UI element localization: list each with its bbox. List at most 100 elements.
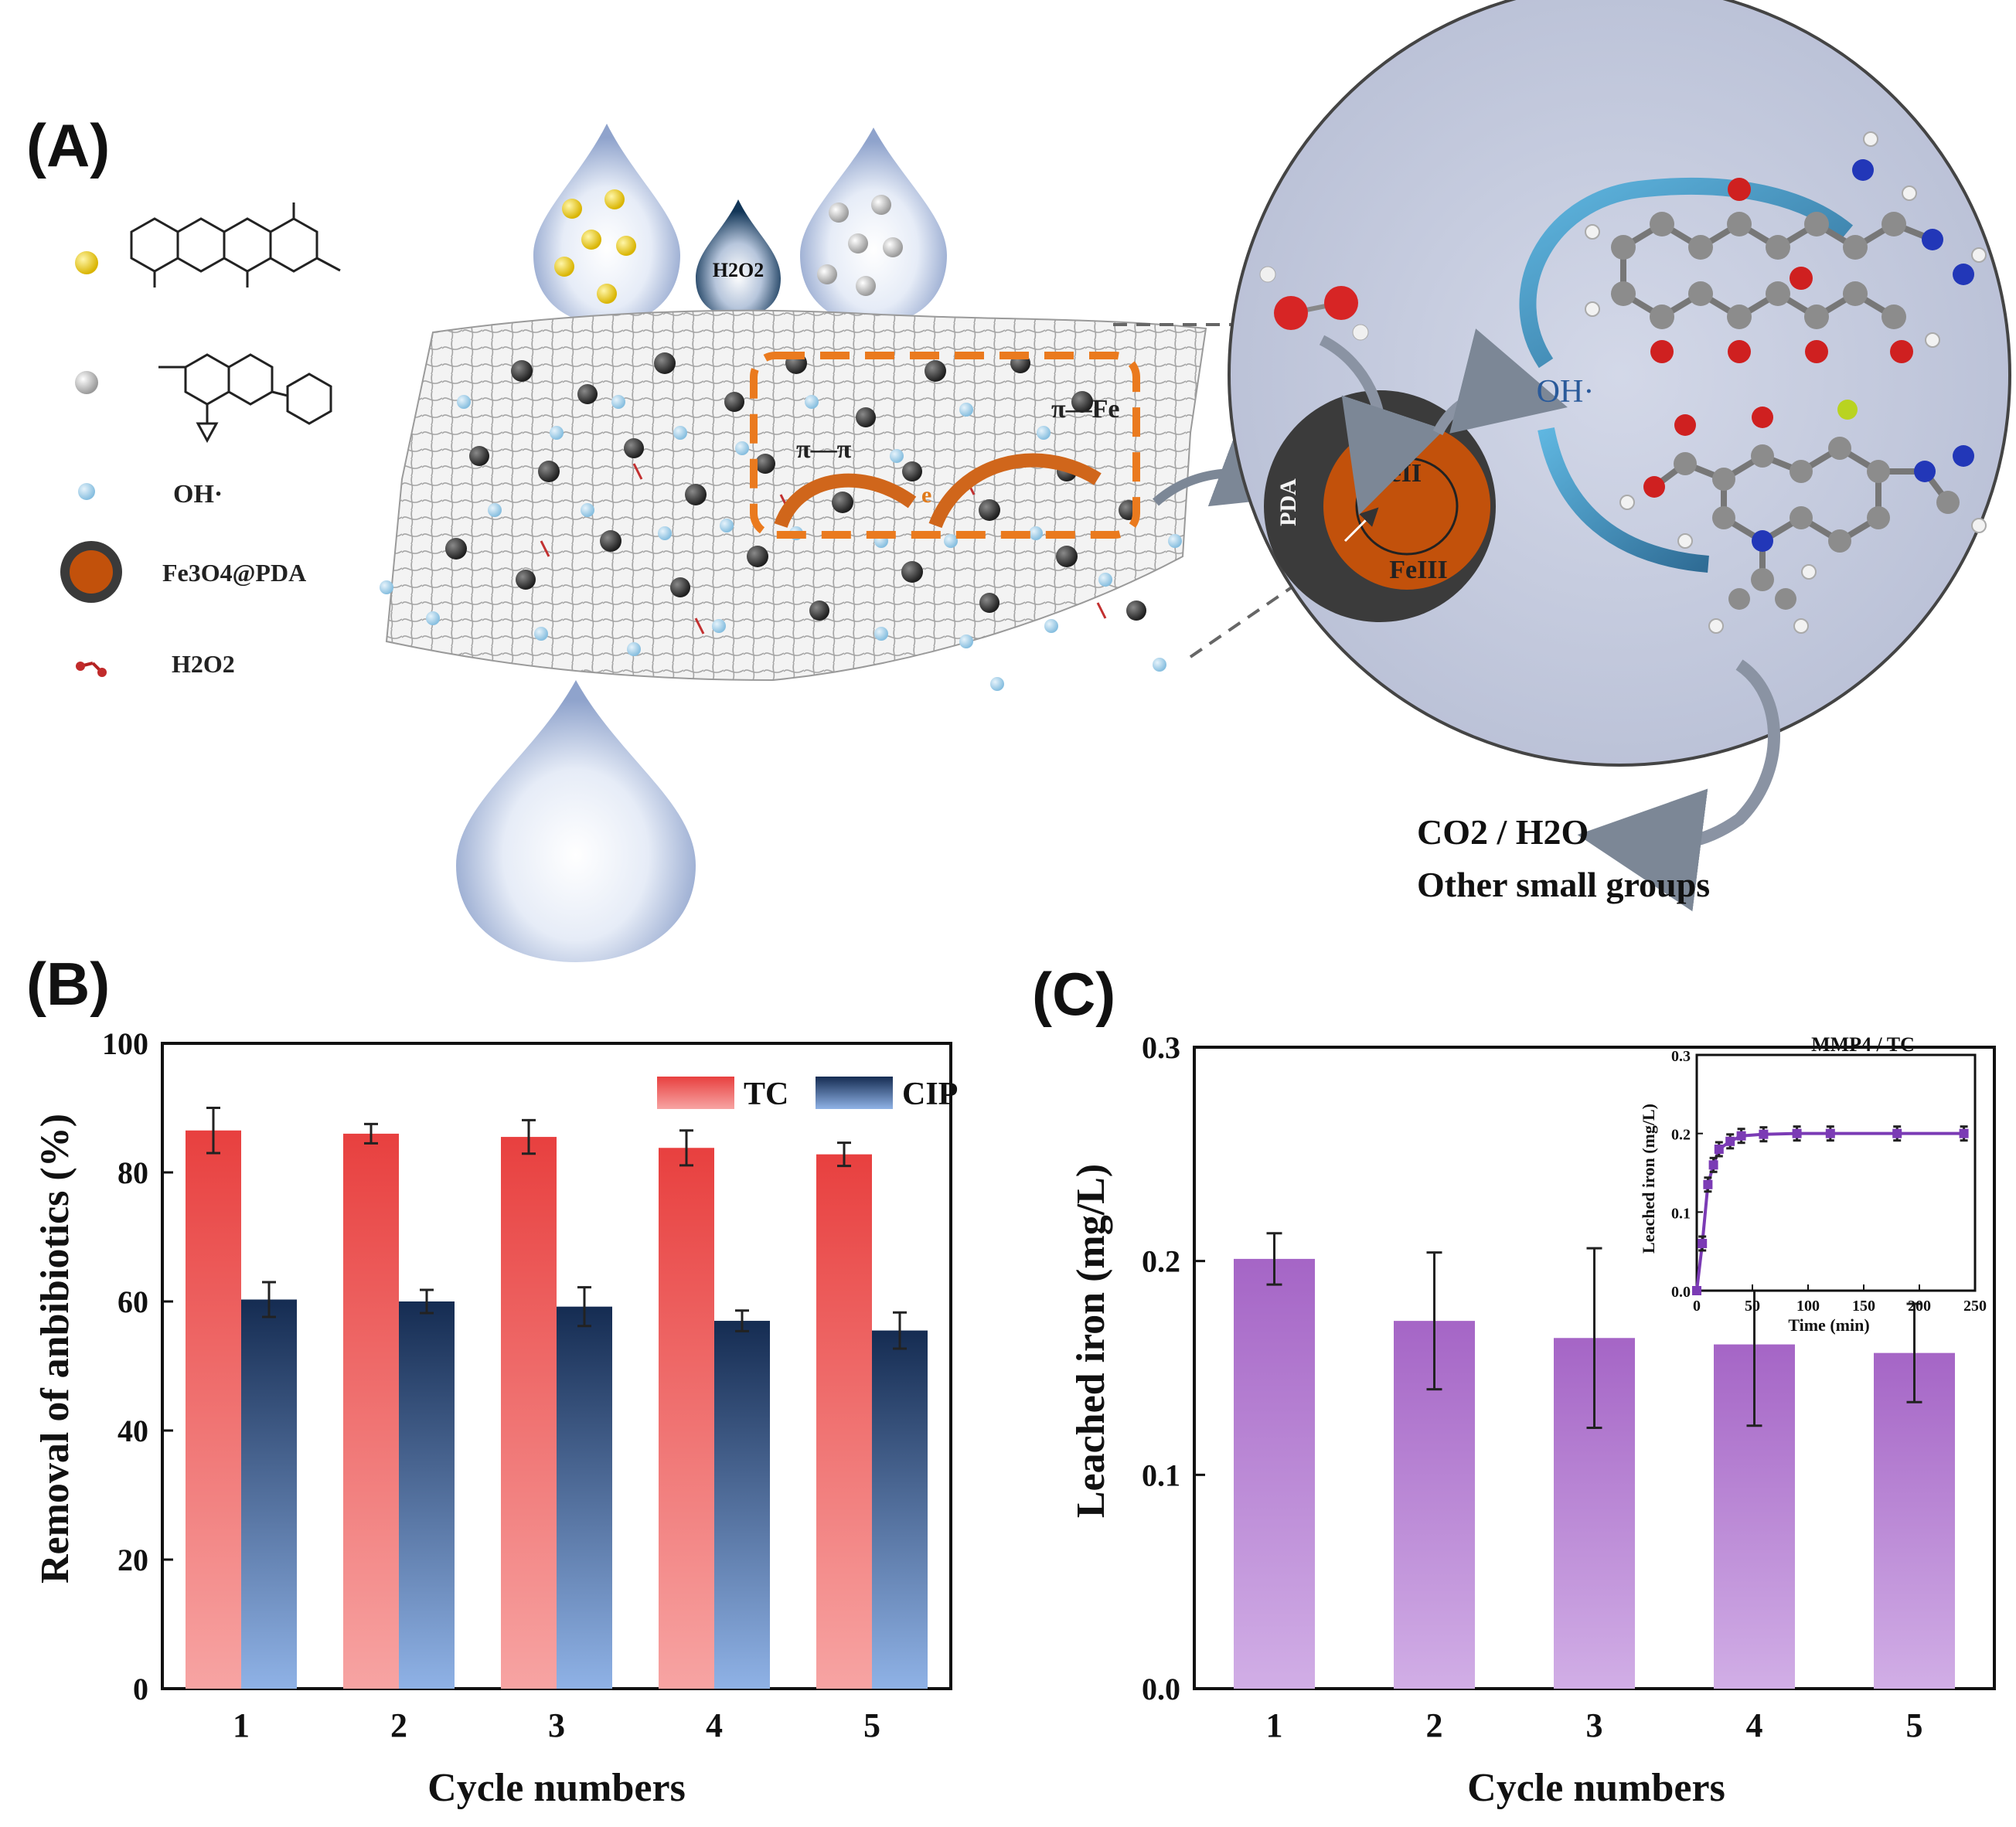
inset-point: [1703, 1179, 1713, 1189]
panel-b-label: (B): [26, 950, 110, 1018]
panel-a-label: (A): [26, 111, 110, 179]
chart-c-xtick-label: 2: [1426, 1706, 1443, 1744]
chart-c-xtick-label: 5: [1906, 1706, 1923, 1744]
tc-solution-drop: [533, 124, 680, 325]
inset-point: [1692, 1286, 1701, 1295]
bar-cip-cycle-1: [241, 1299, 297, 1689]
chart-b-xtick-label: 5: [863, 1706, 880, 1744]
inset-point: [1736, 1131, 1746, 1141]
chart-c-ytick-label: 0.2: [1142, 1244, 1180, 1279]
inset-point: [1825, 1128, 1835, 1138]
inset-point: [1892, 1128, 1902, 1138]
chart-b-ytick-label: 0: [133, 1672, 148, 1706]
inset-point: [1759, 1129, 1769, 1139]
legend-oh-radical-label: OH·: [173, 480, 223, 509]
chart-c-xtick-label: 1: [1266, 1706, 1283, 1744]
h2o2-drop-label: H2O2: [713, 259, 764, 281]
products-line1: CO2 / H2O: [1417, 812, 1589, 852]
panel-c-label: (C): [1032, 960, 1115, 1028]
cip-structure-icon: [158, 353, 332, 444]
electron-label: e: [921, 482, 931, 508]
legend-swatch-tc: [657, 1077, 734, 1109]
chart-c-ytick-label: 0.0: [1142, 1672, 1180, 1706]
inset-ytick-label: 0.3: [1671, 1048, 1691, 1065]
chart-b-xtick-label: 3: [548, 1706, 565, 1744]
chart-c-xtick-label: 3: [1586, 1706, 1603, 1744]
bar-leached-iron-cycle-1: [1234, 1258, 1315, 1689]
inset-point: [1792, 1128, 1802, 1138]
inset-frame: [1695, 1053, 1977, 1292]
chart-b-ytick-label: 60: [117, 1284, 148, 1319]
legend-label-cip: CIP: [902, 1077, 958, 1112]
inset-ylabel: Leached iron (mg/L): [1639, 1104, 1658, 1254]
tc-molecule-ball-icon: [75, 251, 98, 274]
cip-molecule-ball-icon: [75, 371, 98, 394]
inset-ytick-label: 0.2: [1671, 1127, 1691, 1144]
inset-point: [1959, 1128, 1969, 1138]
cip-solution-drop: [800, 128, 947, 325]
cip-molecule-3d: [1619, 400, 1987, 634]
pi-fe-label: π—Fe: [1051, 395, 1120, 424]
attack-cip-arrow: [1538, 427, 1709, 573]
chart-b-xtick-label: 2: [390, 1706, 407, 1744]
bar-cip-cycle-2: [399, 1301, 455, 1689]
inset-series-line: [1695, 1131, 1964, 1291]
attack-tc-arrow: [1519, 177, 1854, 369]
bar-tc-cycle-3: [501, 1137, 557, 1689]
chart-b-xtick-label: 4: [706, 1706, 723, 1744]
inset-xtick-label: 0: [1693, 1298, 1701, 1315]
chart-c-ylabel: Leached iron (mg/L): [1069, 1164, 1113, 1518]
panel-a: (A): [26, 0, 2011, 962]
mineralization-arrow: [1577, 659, 1780, 912]
inset-xtick-label: 100: [1796, 1298, 1820, 1315]
chart-b-ytick-label: 20: [117, 1543, 148, 1577]
chart-b-xlabel: Cycle numbers: [427, 1766, 686, 1810]
h2o2-molecule-icon: [76, 662, 107, 677]
chart-b-ytick-label: 100: [102, 1026, 148, 1061]
oh-generation-arrow: [1432, 328, 1568, 436]
inset-point: [1714, 1145, 1724, 1154]
chart-b-ylabel: Removal of anbibiotics (%): [33, 1114, 77, 1584]
inset-xtick-label: 200: [1908, 1298, 1931, 1315]
bar-cip-cycle-4: [714, 1321, 770, 1689]
bar-cip-cycle-3: [557, 1306, 612, 1689]
tc-structure-icon: [130, 202, 341, 287]
oh-radical-icon: [78, 483, 95, 500]
bar-tc-cycle-2: [343, 1133, 399, 1689]
chart-c-ytick-label: 0.3: [1142, 1030, 1180, 1065]
inset-xtick-label: 50: [1745, 1298, 1760, 1315]
inset-xtick-label: 150: [1852, 1298, 1875, 1315]
h2o2-activation-arrow: [1319, 335, 1445, 515]
inset-ytick-label: 0.0: [1671, 1284, 1691, 1301]
interaction-zoom-box: π—π π—Fe e: [750, 352, 1140, 539]
inset-ytick-label: 0.1: [1671, 1205, 1691, 1222]
bar-cip-cycle-5: [872, 1330, 928, 1689]
bar-leached-iron-cycle-5: [1874, 1352, 1955, 1689]
chart-b-ytick-label: 80: [117, 1155, 148, 1190]
fe3-label: FeIII: [1389, 556, 1448, 584]
bar-tc-cycle-5: [816, 1154, 872, 1689]
pi-fe-curve-arrow: [928, 453, 1102, 529]
inset-title: MMP4 / TC: [1811, 1033, 1915, 1056]
pda-shell-label: PDA: [1275, 478, 1301, 526]
tc-molecule-3d: [1585, 131, 1987, 363]
panel-a-legend: OH· Fe3O4@PDA H2O2: [60, 202, 341, 678]
inset-xtick-label: 250: [1963, 1298, 1987, 1315]
inset-point: [1725, 1136, 1735, 1146]
bar-tc-cycle-4: [659, 1148, 714, 1689]
leached-iron-inset-chart: 0.0 0.1 0.2 0.3 0 50 100 150 200 250: [1671, 1048, 1987, 1315]
products-line2: Other small groups: [1417, 865, 1710, 904]
legend-h2o2-label: H2O2: [172, 650, 235, 678]
legend-label-tc: TC: [744, 1077, 788, 1112]
inset-xlabel: Time (min): [1788, 1315, 1869, 1335]
mechanism-zoom-circle: FeII FeIII PDA OH·: [1228, 0, 2011, 767]
h2o2-drop: H2O2: [696, 199, 781, 317]
legend-catalyst-label: Fe3O4@PDA: [162, 559, 306, 587]
chart-b-xtick-label: 1: [233, 1706, 250, 1744]
oh-radical-label: OH·: [1537, 374, 1595, 410]
